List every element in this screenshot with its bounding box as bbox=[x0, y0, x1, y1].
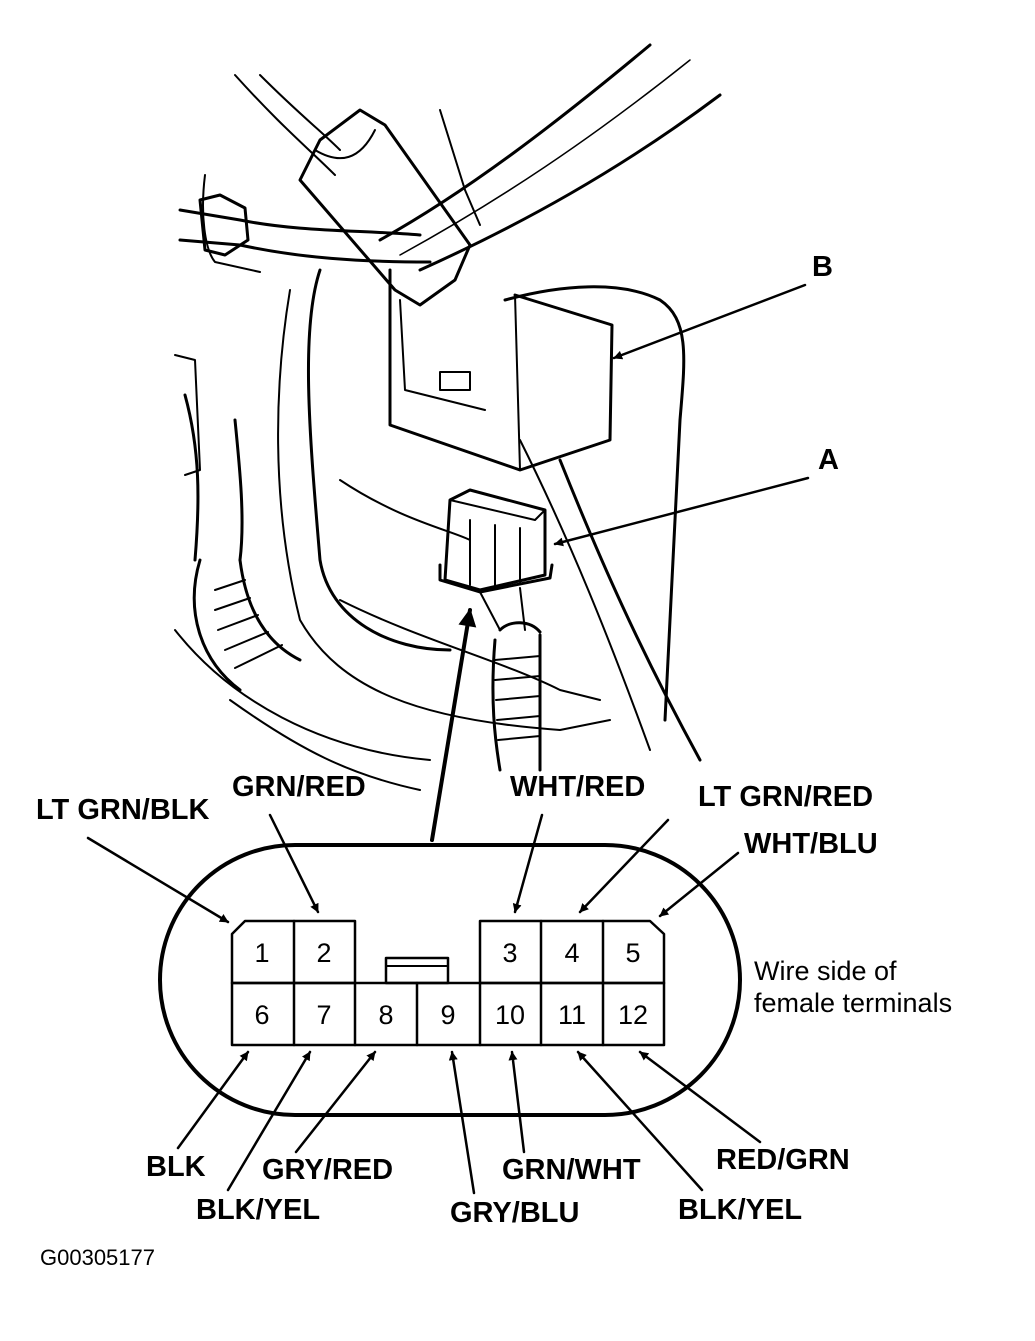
note-line-1: Wire side of bbox=[754, 956, 897, 986]
wire-label-pin4: LT GRN/RED bbox=[698, 781, 873, 813]
wire-arrow-pin11 bbox=[576, 1050, 704, 1192]
wire-arrow-pin7 bbox=[226, 1050, 312, 1192]
pin-10: 10 bbox=[495, 1000, 525, 1030]
callout-a-arrow bbox=[553, 476, 810, 547]
pin-2: 2 bbox=[316, 938, 331, 968]
pin-9: 9 bbox=[440, 1000, 455, 1030]
note-line-2: female terminals bbox=[754, 988, 952, 1018]
wire-arrow-pin1 bbox=[86, 836, 230, 924]
detail-view-outline bbox=[158, 843, 742, 1117]
wire-arrow-pin12 bbox=[638, 1050, 762, 1144]
wire-arrow-pin4 bbox=[578, 818, 670, 914]
wire-arrow-pin9 bbox=[448, 1050, 476, 1195]
pin-12: 12 bbox=[618, 1000, 648, 1030]
pin-1: 1 bbox=[254, 938, 269, 968]
pin-7: 7 bbox=[316, 1000, 331, 1030]
wire-arrow-pin3 bbox=[512, 813, 544, 914]
wire-label-pin8: GRY/RED bbox=[262, 1154, 393, 1186]
wire-label-pin3: WHT/RED bbox=[510, 771, 645, 803]
wire-arrow-pin5 bbox=[658, 851, 740, 918]
wire-label-pin12: RED/GRN bbox=[716, 1144, 850, 1176]
wire-arrow-pin8 bbox=[294, 1050, 377, 1154]
pin-4: 4 bbox=[564, 938, 579, 968]
callout-b-arrow bbox=[612, 283, 807, 360]
connector-face bbox=[230, 919, 666, 1047]
wire-label-pin1: LT GRN/BLK bbox=[36, 794, 209, 826]
callout-a-label: A bbox=[818, 444, 839, 476]
vehicle-illustration bbox=[174, 43, 722, 791]
wire-arrow-pin10 bbox=[508, 1050, 526, 1154]
wire-label-pin6: BLK bbox=[146, 1151, 206, 1183]
pin-5: 5 bbox=[625, 938, 640, 968]
wire-label-pin11: BLK/YEL bbox=[678, 1194, 802, 1226]
pin-6: 6 bbox=[254, 1000, 269, 1030]
wire-label-pin5: WHT/BLU bbox=[744, 828, 878, 860]
pin-11: 11 bbox=[558, 1000, 586, 1030]
wire-arrow-pin2 bbox=[268, 813, 320, 914]
callout-b-label: B bbox=[812, 251, 833, 283]
figure-code: G00305177 bbox=[40, 1245, 155, 1270]
wire-label-pin2: GRN/RED bbox=[232, 771, 366, 803]
wire-label-pin7: BLK/YEL bbox=[196, 1194, 320, 1226]
pin-3: 3 bbox=[502, 938, 517, 968]
wire-label-pin9: GRY/BLU bbox=[450, 1197, 579, 1229]
wire-arrow-pin6 bbox=[176, 1050, 250, 1150]
wire-label-pin10: GRN/WHT bbox=[502, 1154, 641, 1186]
pin-8: 8 bbox=[378, 1000, 393, 1030]
detail-view-leader-arrow bbox=[430, 608, 477, 842]
